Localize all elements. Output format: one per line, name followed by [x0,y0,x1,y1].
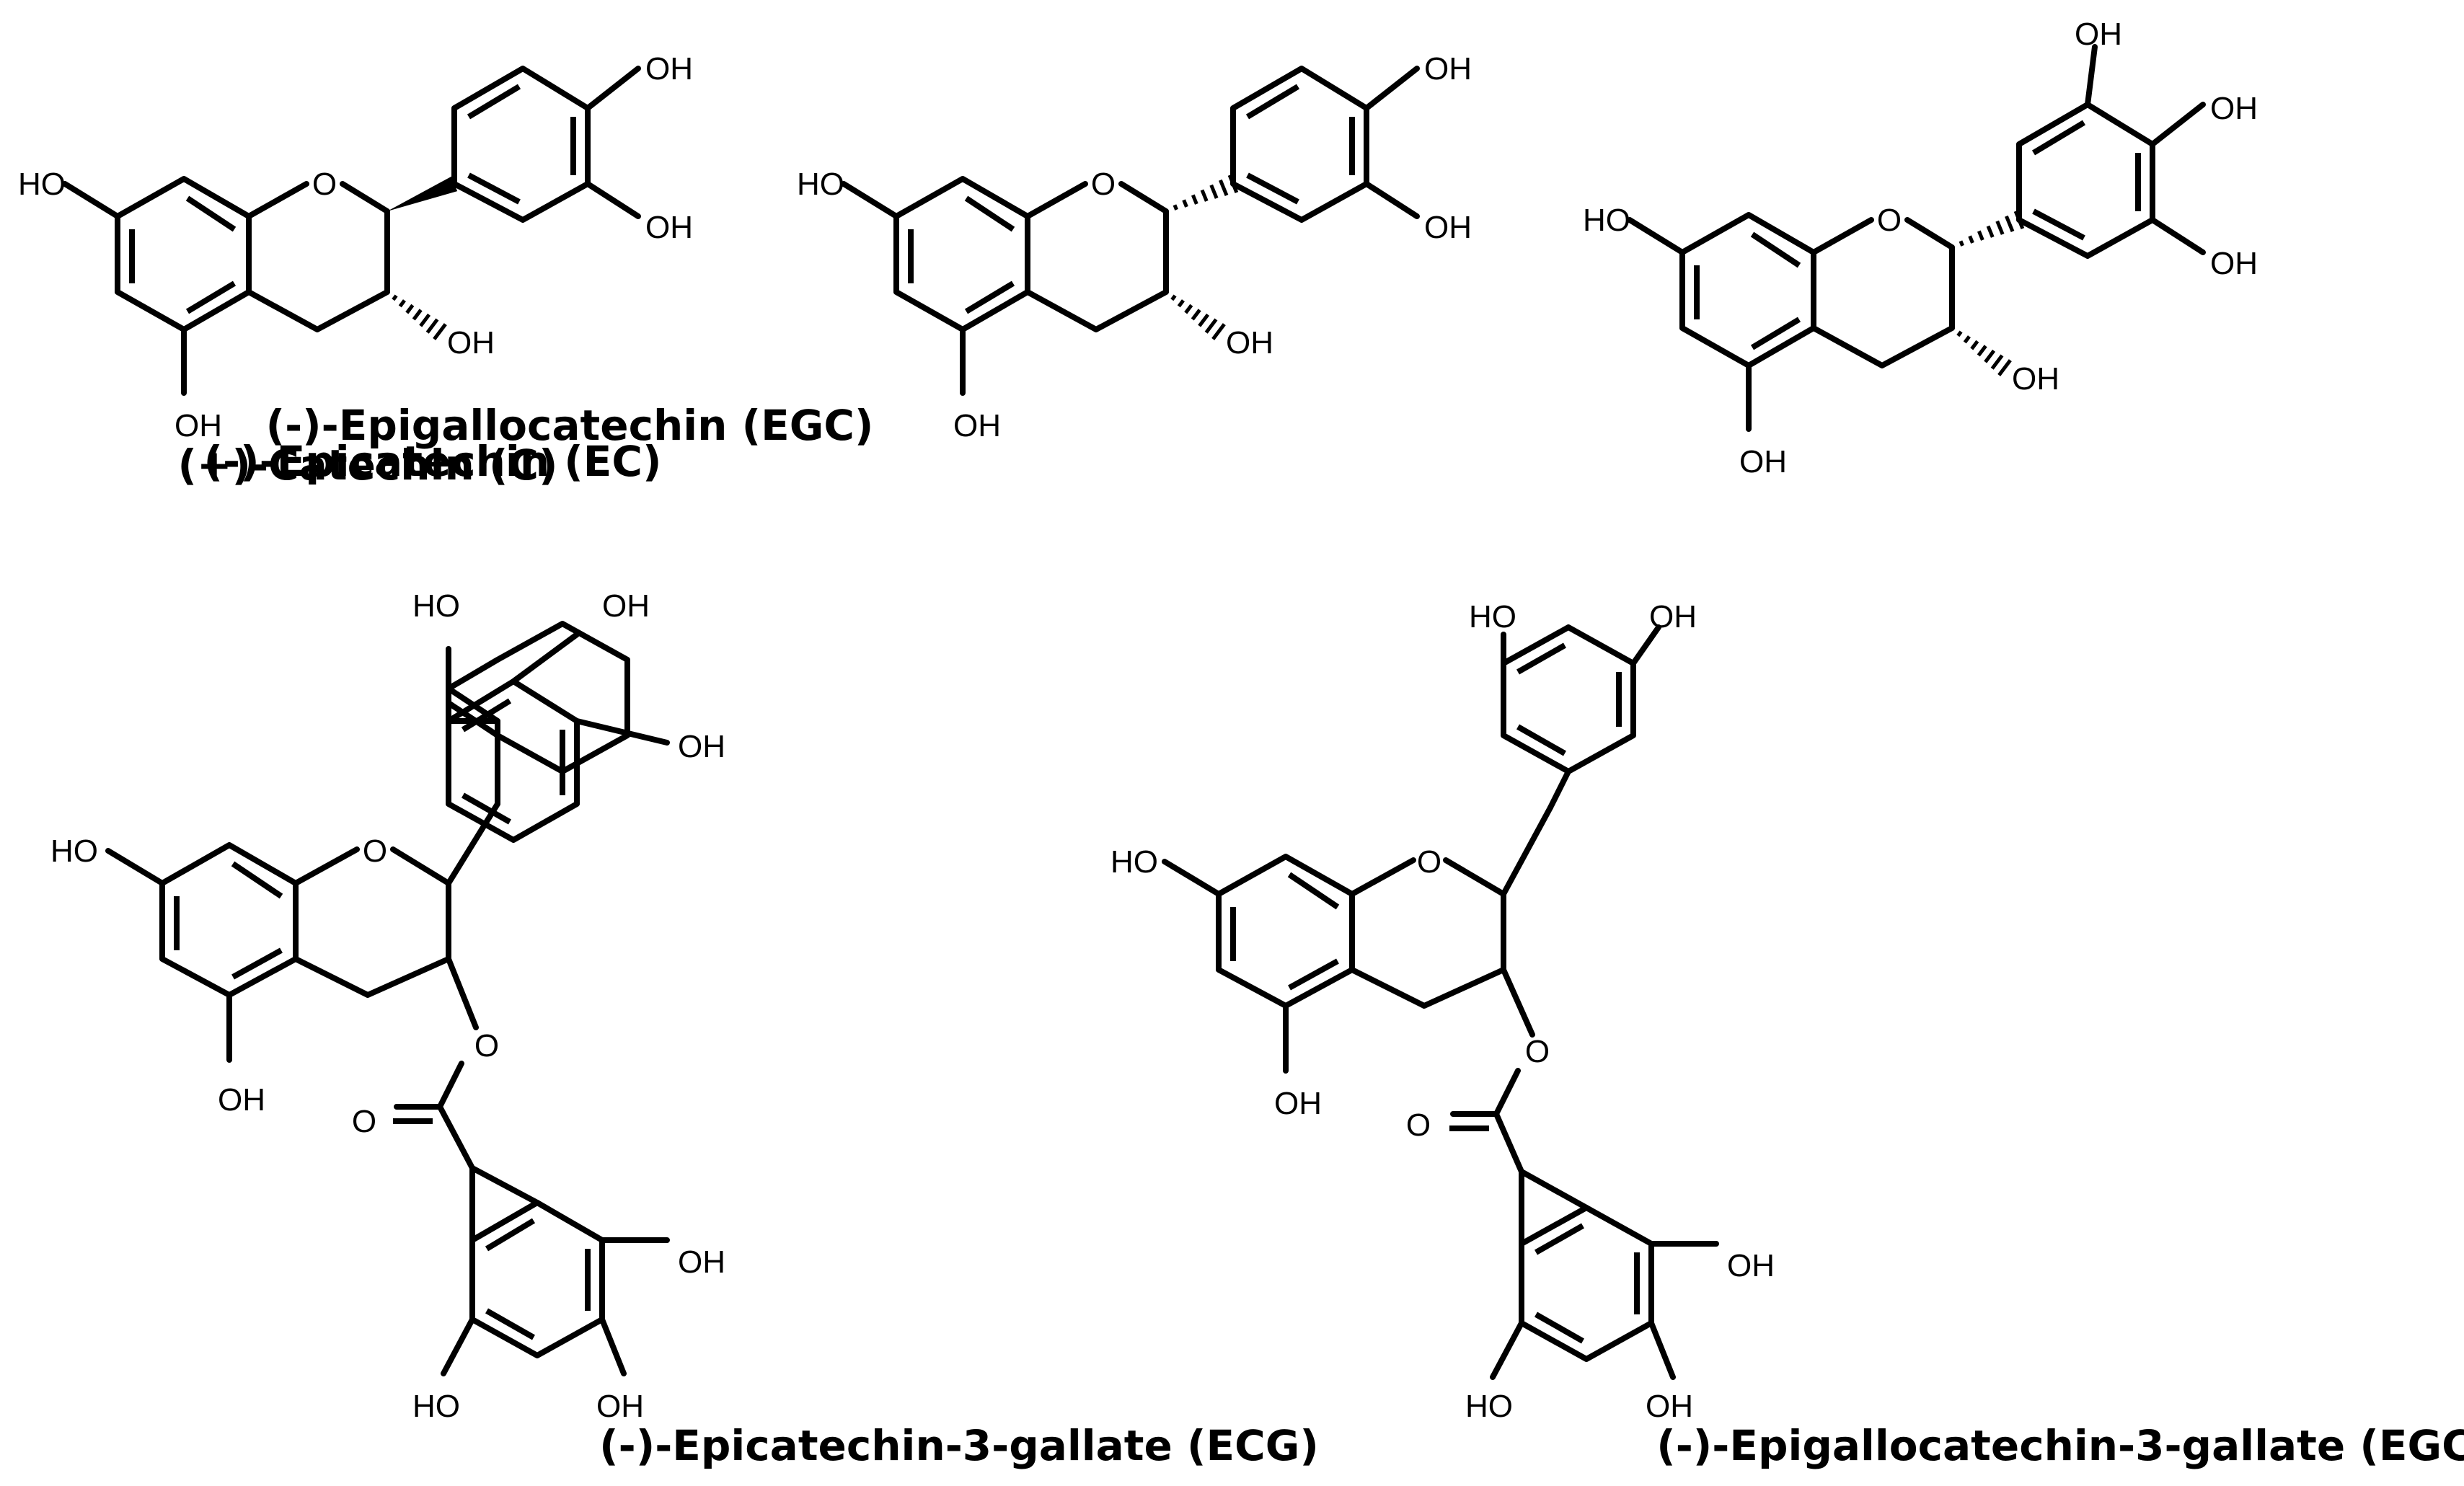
hash-bond-segment [1990,354,2004,370]
atom-label: OH [645,210,693,245]
hash-bond-segment [1219,179,1229,196]
atom-label: O [1091,167,1116,202]
atom-label: OH [1226,325,1273,361]
epigallocatechin-skeleton [1627,44,2206,432]
hash-bond-segment [1986,225,1995,238]
hash-bond-segment [2013,211,2025,229]
epigallocatechin-structure [1627,44,2206,432]
atom-label: O [1877,203,1902,238]
hash-bond-segment [1200,189,1209,202]
atom-label: HO [1583,203,1630,238]
hash-bond-segment [2005,215,2015,232]
atom-label: OH [2075,17,2122,52]
atom-label: HO [412,1389,460,1424]
atom-label: HO [1465,1389,1513,1424]
hash-bond-segment [398,299,406,308]
atom-label: OH [1274,1086,1322,1121]
atom-label: OH [1649,599,1697,634]
atom-label: OH [678,1244,725,1280]
ecg-skeleton [105,621,670,1376]
epicatechin-skeleton [841,66,1420,396]
compound-caption: (-)-Epicatechin (EC) [204,437,662,486]
atom-label: OH [1424,210,1472,245]
atom-label: OH [1646,1389,1693,1424]
atom-label: OH [953,408,1001,443]
hash-bond-segment [1956,330,1963,337]
hash-bond-segment [1211,323,1226,340]
stereo-bonds [387,174,2025,376]
hash-bond-segment [419,313,431,327]
compound-caption: (-)-Epicatechin-3-gallate (ECG) [599,1421,1319,1470]
compound-caption: (-)-Epigallocatechin (EGC) [266,401,874,450]
epicatechin-structure [841,66,1420,396]
atom-label: OH [447,325,495,361]
hash-bond-segment [1959,240,1964,247]
catechin-structure [62,66,641,396]
hash-bond-segment [1191,309,1201,321]
ecg-structure [105,621,670,1376]
atom-label: O [352,1104,376,1139]
hash-bond-segment [1227,174,1239,193]
hash-bond-segment [412,309,423,321]
hash-bond-segment [405,304,415,314]
atom-label: OH [1739,444,1787,479]
atom-label: OH [602,588,650,624]
hash-bond-segment [1177,299,1185,308]
compound-caption: (+)-Catechin (C) [177,441,557,490]
atom-label: HO [18,167,66,202]
hash-bond-segment [1198,313,1210,327]
hash-bond-segment [1968,235,1974,244]
atom-label: HO [1110,844,1158,880]
atom-label: HO [1469,599,1516,634]
hash-bond-segment [392,294,398,301]
atom-label: OH [175,408,222,443]
hash-bond-segment [1191,194,1198,205]
catechin-skeleton [62,66,641,396]
hash-bond-segment [1184,304,1193,314]
atom-label: OH [645,51,693,87]
compound-captions: (+)-Catechin (C)(-)-Epicatechin (EC)(-)-… [177,401,2464,1470]
egcg-structure [1162,624,1719,1380]
atom-label: O [1417,844,1441,880]
atom-label: OH [596,1389,644,1424]
hash-bond-segment [425,318,439,334]
atom-label: O [1406,1107,1431,1143]
hash-bond-segment [1209,184,1219,199]
hash-bond-segment [1984,349,1996,363]
atom-label: O [312,167,337,202]
hash-bond-segment [1970,340,1979,350]
hash-bond-segment [1997,359,2012,376]
atom-label: O [474,1028,499,1063]
atom-label: OH [2210,91,2258,126]
atom-label: HO [50,833,98,869]
hash-bond-segment [1977,230,1984,241]
atom-label: OH [218,1082,265,1118]
atom-label: HO [797,167,844,202]
atom-label: O [363,833,387,869]
hash-bond-segment [1977,345,1987,357]
atom-label: O [1525,1034,1550,1069]
hash-bond-segment [1204,318,1218,334]
atom-label: OH [1727,1248,1775,1283]
hash-bond-segment [1995,220,2005,235]
atom-label: HO [412,588,460,624]
atom-label: OH [2210,246,2258,281]
hash-bond-segment [1963,335,1971,344]
hash-bond-segment [433,323,447,340]
egcg-skeleton [1162,624,1719,1380]
hash-bond-segment [1182,199,1188,208]
hash-bond-segment [1173,204,1178,211]
wedge-bond [387,176,458,211]
atom-label: OH [2012,361,2059,397]
compound-caption: (-)-Epigallocatechin-3-gallate (EGCG) [1656,1421,2464,1470]
atom-label: OH [678,729,725,764]
hash-bond-segment [1170,294,1177,301]
atom-label: OH [1424,51,1472,87]
